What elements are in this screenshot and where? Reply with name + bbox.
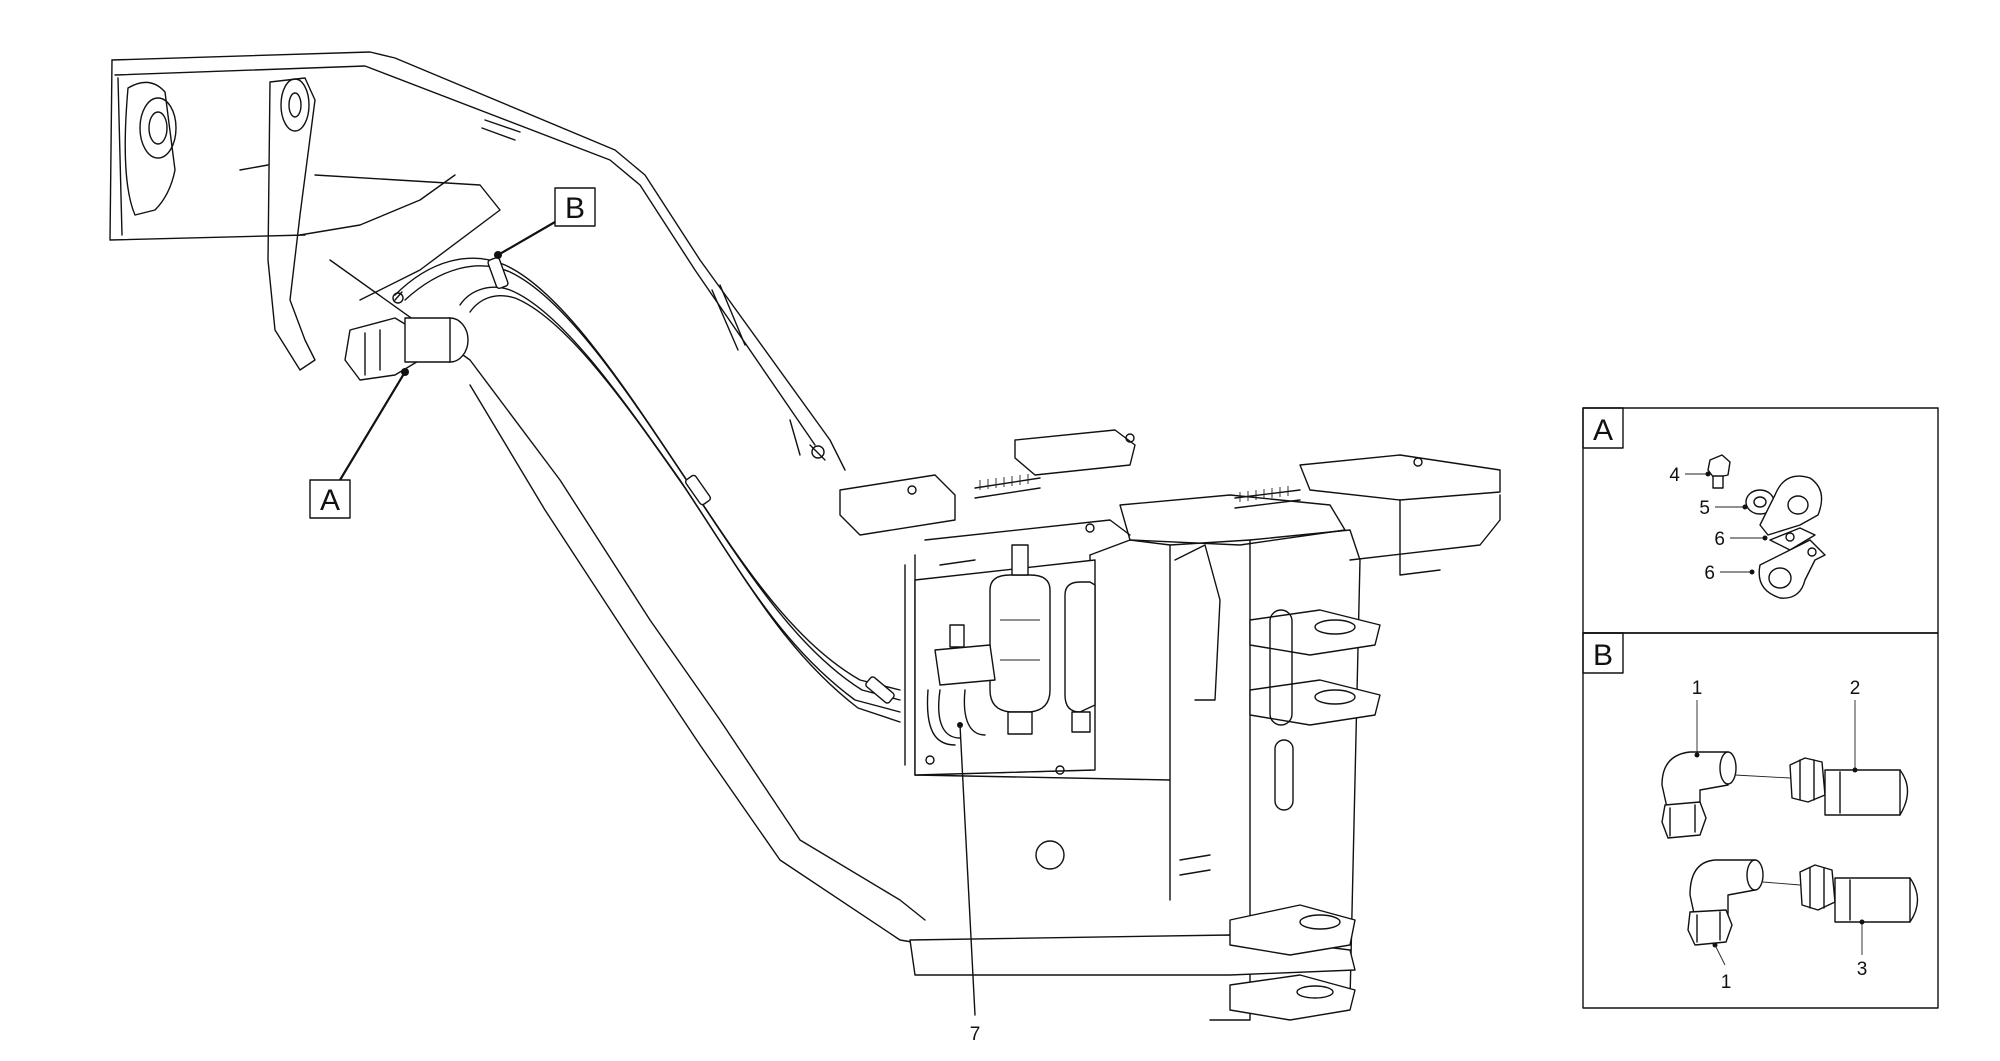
accumulator-panel (914, 544, 1096, 776)
hydraulic-hoses (394, 256, 901, 723)
detail-b-title-box (1582, 632, 1624, 674)
detail-a-frame (1582, 407, 1939, 634)
detail-a-label-6a: 6 (1714, 529, 1725, 550)
chassis-frame (839, 429, 1501, 1021)
hose-fitting-icon (1799, 864, 1919, 923)
detail-panel-a: A 4 5 6 (1582, 407, 1939, 634)
boom-arm (109, 51, 931, 946)
hose-fitting-icon (1789, 757, 1909, 816)
clamp-icon (1758, 539, 1826, 599)
detail-a-title-box (1582, 407, 1624, 449)
callout-b-label: B (565, 192, 585, 225)
elbow-fitting-icon (1661, 751, 1737, 839)
callout-b-box (554, 187, 596, 227)
detail-b-title: B (1593, 639, 1613, 672)
detail-panel-b: B (1582, 632, 1939, 1009)
detail-b-label-2: 2 (1850, 678, 1861, 699)
elbow-fitting-icon (1687, 859, 1764, 946)
detail-b-frame (1582, 632, 1939, 1009)
detail-b-label-1-top: 1 (1692, 678, 1703, 699)
washer-icon (1745, 489, 1775, 515)
detail-a-label-5: 5 (1699, 498, 1710, 519)
detail-b-label-3: 3 (1857, 959, 1868, 980)
bolt-icon (1707, 454, 1731, 489)
callout-a: A (309, 368, 409, 519)
callout-7: 7 (957, 722, 980, 1045)
detail-a-label-4: 4 (1669, 465, 1680, 486)
detail-a-title: A (1593, 414, 1613, 447)
clamp-icon (1759, 475, 1823, 551)
detail-b-label-1-bottom: 1 (1721, 972, 1732, 993)
detail-a-label-6b: 6 (1704, 563, 1715, 584)
fitting-assembly-a (344, 291, 469, 381)
callout-a-box (309, 479, 351, 519)
callout-b: B (494, 187, 596, 259)
callout-a-label: A (320, 484, 340, 517)
part-7-label: 7 (970, 1024, 981, 1045)
